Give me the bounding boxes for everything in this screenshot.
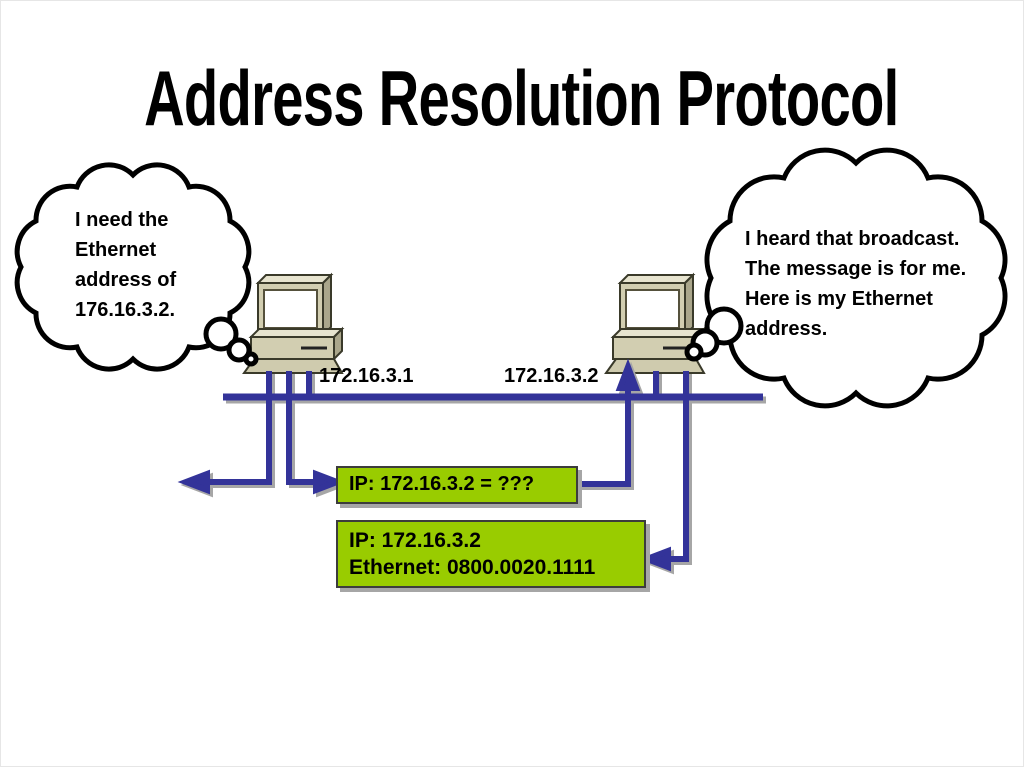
thought-cloud-icon-left	[14, 162, 259, 372]
arp-request-text: IP: 172.16.3.2 = ???	[349, 473, 535, 495]
thought-cloud-icon-right	[684, 147, 1008, 409]
arp-reply-line1: IP: 172.16.3.2	[349, 529, 481, 552]
arp-reply-line2: Ethernet: 0800.0020.1111	[349, 556, 596, 579]
arp-reply-box: IP: 172.16.3.2 Ethernet: 0800.0020.1111	[336, 520, 646, 588]
slide-title: Address Resolution Protocol	[144, 54, 899, 142]
computer-icon-left	[242, 273, 344, 375]
arp-request-box: IP: 172.16.3.2 = ???	[336, 466, 578, 504]
host-left-ip-label: 172.16.3.1	[319, 365, 414, 387]
host-right-ip-label: 172.16.3.2	[504, 365, 599, 387]
thought-cloud-left-text: I need the Ethernet address of 176.16.3.…	[75, 209, 177, 321]
thought-cloud-right-text: I heard that broadcast. The message is f…	[745, 228, 967, 340]
